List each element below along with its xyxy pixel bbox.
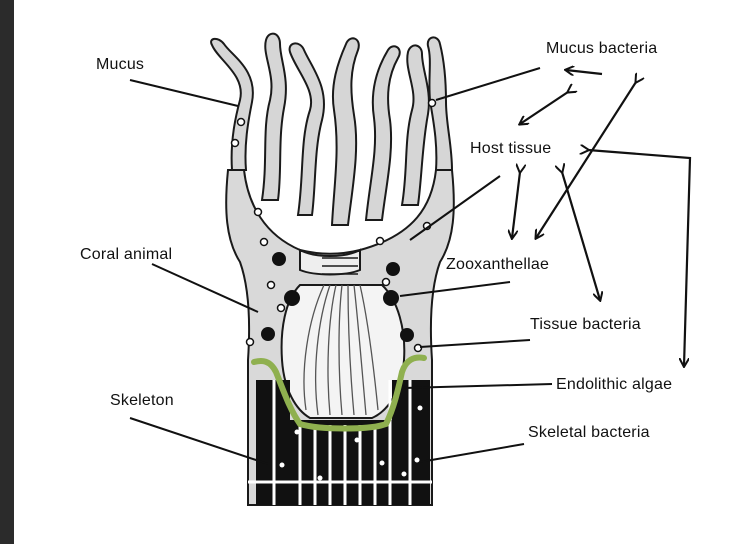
arrow-mucus-bacteria-zooxanthellae <box>536 82 636 238</box>
label-tissue-bacteria: Tissue bacteria <box>530 316 641 334</box>
arrow-host-tissue-tissue-bacteria <box>562 172 600 300</box>
leader-skeletal-bacteria <box>420 444 524 462</box>
leader-tissue-bacteria <box>420 340 530 347</box>
label-endolithic-algae: Endolithic algae <box>556 376 672 394</box>
leader-mucus <box>130 80 238 106</box>
label-skeleton: Skeleton <box>110 392 174 410</box>
arrow-mucus-bacteria-host-tissue <box>520 92 568 124</box>
leader-mucus-bacteria <box>436 68 540 100</box>
label-coral-animal: Coral animal <box>80 246 172 264</box>
gastric-cavity <box>282 285 405 418</box>
arrow-host-tissue-mucus-bacteria-right <box>566 70 602 74</box>
arrow-host-tissue-zooxanthellae <box>512 172 520 238</box>
label-host-tissue: Host tissue <box>470 140 551 158</box>
label-mucus: Mucus <box>96 56 144 74</box>
label-zooxanthellae: Zooxanthellae <box>446 256 549 274</box>
label-mucus-bacteria: Mucus bacteria <box>546 40 657 58</box>
label-skeletal-bacteria: Skeletal bacteria <box>528 424 650 442</box>
